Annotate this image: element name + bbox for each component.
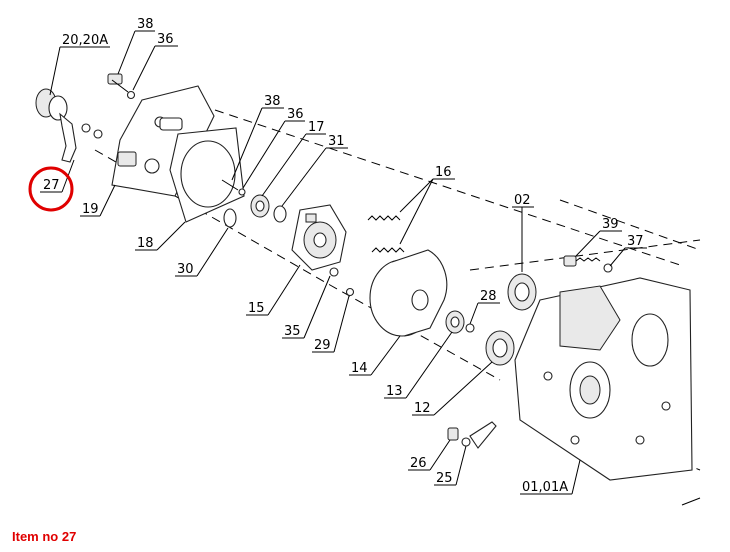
part-18-gasket [169, 127, 245, 223]
callout-39: 39 [602, 217, 619, 232]
highlight-circle-item-27 [28, 166, 74, 212]
part-13-bearing [445, 310, 465, 334]
callout-29: 29 [314, 338, 331, 353]
part-15-clutch [291, 204, 347, 271]
callout-38-top: 38 [137, 17, 154, 32]
callout-13: 13 [386, 384, 403, 399]
part-19-plate [111, 85, 215, 197]
callout-20-20A: 20,20A [62, 33, 108, 48]
part-30-ring [223, 208, 237, 228]
callout-14: 14 [351, 361, 368, 376]
part-26-25-bits [447, 421, 497, 449]
callout-35: 35 [284, 324, 301, 339]
item-caption: Item no 27 [12, 529, 77, 544]
callout-25: 25 [436, 471, 453, 486]
callout-36-top: 36 [157, 32, 174, 47]
callout-02: 02 [514, 193, 531, 208]
callout-38-mid: 38 [264, 94, 281, 109]
callout-36-mid: 36 [287, 107, 304, 122]
callout-15: 15 [248, 301, 265, 316]
part-39-37-screw [563, 255, 613, 273]
part-16-springs [367, 215, 405, 253]
part-14-drum [369, 249, 448, 337]
part-02-bearing [507, 273, 537, 311]
callout-12: 12 [414, 401, 431, 416]
part-29-ring [345, 287, 355, 297]
callout-16: 16 [435, 165, 452, 180]
part-20-lever [35, 88, 103, 163]
callout-27: 27 [43, 178, 60, 193]
callout-18: 18 [137, 236, 154, 251]
callout-17: 17 [308, 120, 325, 135]
part-17-31-bearing [250, 194, 287, 223]
part-01-crankcase [514, 277, 693, 481]
callout-30: 30 [177, 262, 194, 277]
callout-26: 26 [410, 456, 427, 471]
callout-labels: 20,20A 38 36 38 36 17 31 16 02 27 19 18 … [43, 17, 644, 495]
callout-19: 19 [82, 202, 99, 217]
callout-28: 28 [480, 289, 497, 304]
callout-31: 31 [328, 134, 345, 149]
part-12-bearing [485, 330, 515, 366]
part-38-36-screw-top [107, 73, 136, 100]
part-38-36-screw-mid [221, 179, 246, 196]
exploded-parts-diagram: 20,20A 38 36 38 36 17 31 16 02 27 19 18 … [28, 17, 701, 506]
callout-37: 37 [627, 234, 644, 249]
part-28-washer [465, 323, 475, 333]
callout-01-01A: 01,01A [522, 480, 568, 495]
part-35-washer [329, 267, 339, 277]
